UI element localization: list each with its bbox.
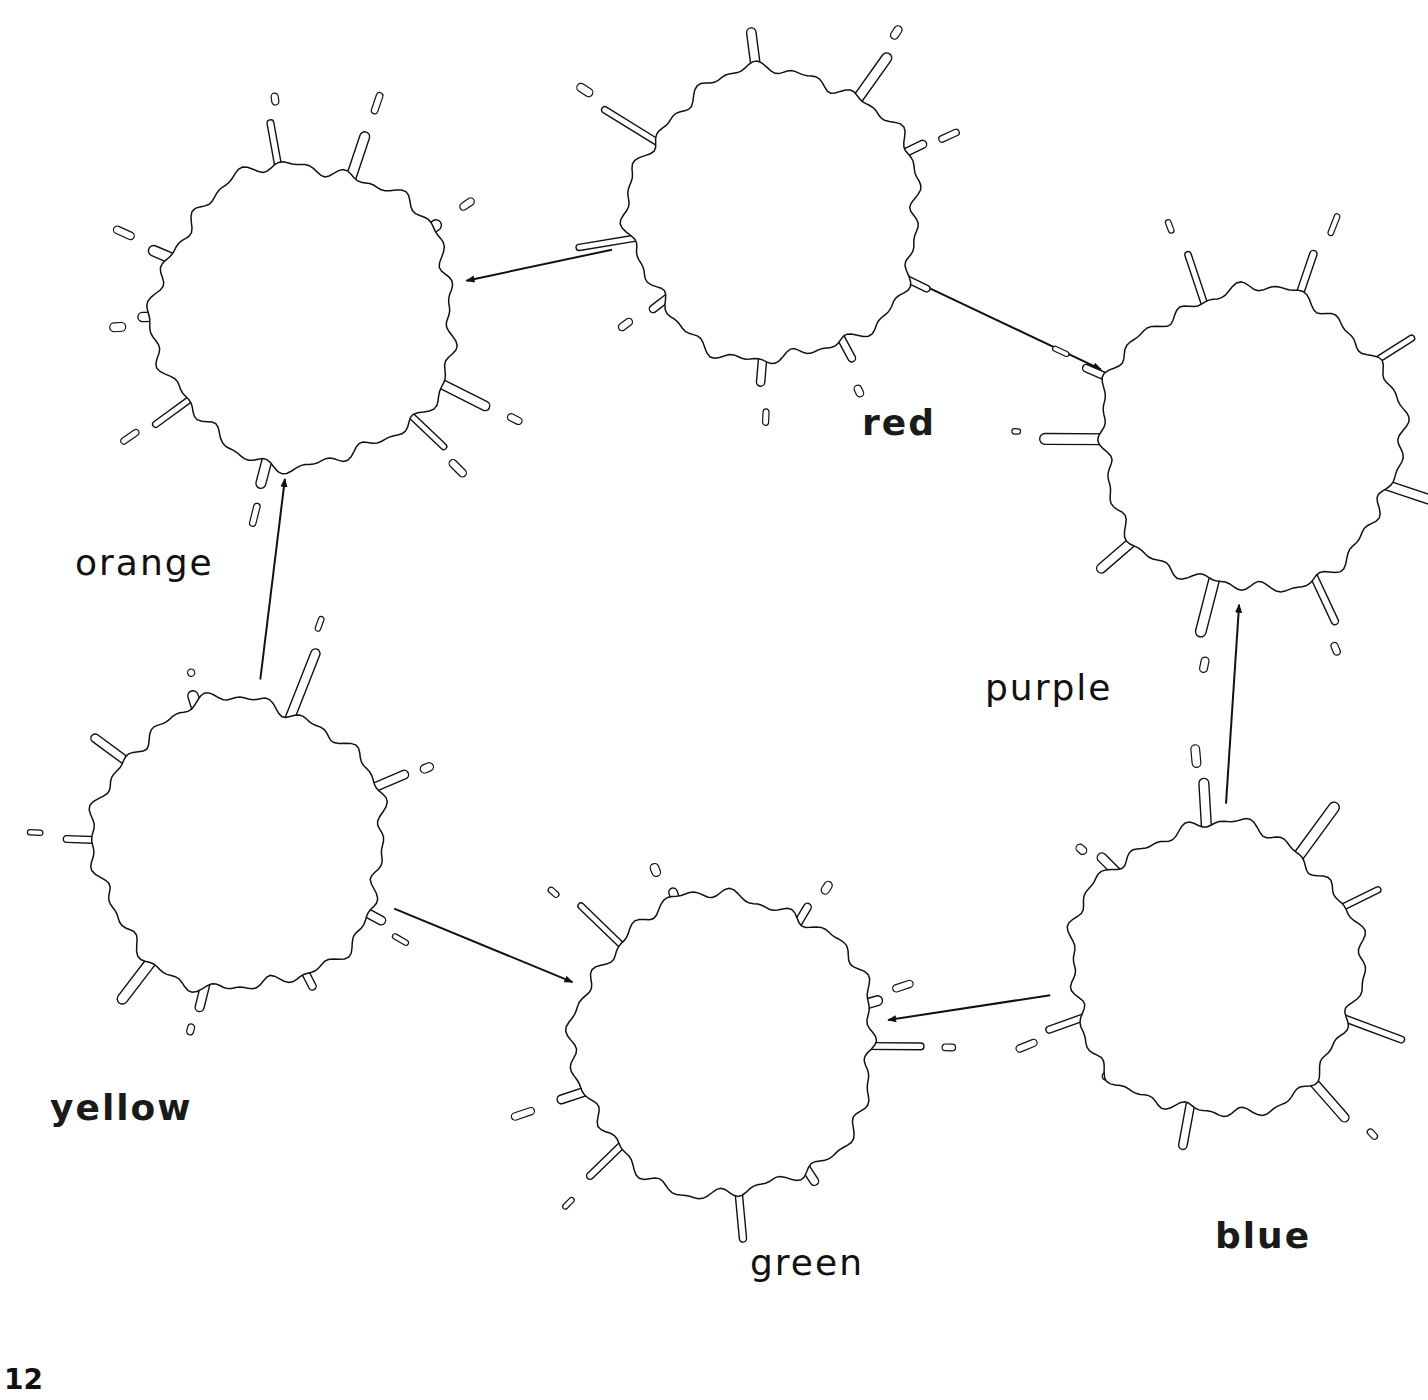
mixing-arrow <box>260 479 285 680</box>
paint-splat-body <box>1067 819 1365 1117</box>
paint-droplet <box>762 409 769 426</box>
splat-outline <box>1100 290 1400 590</box>
paint-droplet <box>892 979 914 993</box>
paint-droplet <box>1330 641 1341 656</box>
paint-droplet <box>617 317 634 332</box>
splat-outline <box>95 700 385 990</box>
paint-droplet <box>109 322 126 332</box>
mixing-arrow <box>466 250 612 281</box>
color-name: blue <box>1215 1218 1311 1254</box>
paint-splat-body <box>1098 282 1409 592</box>
paint-droplet <box>1052 345 1070 357</box>
paint-splat <box>1015 744 1405 1150</box>
paint-splat <box>1012 213 1428 673</box>
paint-droplet <box>547 886 560 899</box>
mixing-arrow <box>394 909 572 983</box>
paint-droplet <box>853 384 865 398</box>
paint-droplet <box>448 458 468 479</box>
paint-droplet <box>1191 744 1202 767</box>
paint-droplet <box>187 668 196 677</box>
paint-splat <box>575 24 960 425</box>
paint-splat-body <box>147 162 457 474</box>
paint-splat-body <box>89 693 387 992</box>
paint-droplet <box>27 829 43 835</box>
paint-droplet <box>391 933 409 947</box>
paint-droplet <box>938 128 961 143</box>
paint-splat-node: purple <box>1100 290 1400 590</box>
paint-droplet <box>1327 213 1341 236</box>
paint-splat-node: blue <box>1070 825 1360 1115</box>
paint-droplet <box>942 1044 956 1051</box>
paint-droplet <box>510 1107 535 1122</box>
paint-droplet <box>186 1023 196 1035</box>
mixing-arrow <box>888 995 1050 1020</box>
paint-droplet <box>1015 1038 1038 1053</box>
paint-drip <box>283 648 321 726</box>
color-name: green <box>750 1245 864 1281</box>
paint-droplet <box>1366 1128 1379 1141</box>
paint-droplet <box>314 616 324 632</box>
paint-droplet <box>575 82 594 99</box>
paint-droplet <box>458 196 475 211</box>
paint-droplet <box>419 761 435 774</box>
paint-droplet <box>119 428 140 445</box>
paint-droplet <box>1165 219 1175 234</box>
paint-droplet <box>370 92 383 115</box>
paint-droplet <box>820 880 834 896</box>
color-name: red <box>862 405 936 441</box>
mixing-arrow <box>1226 605 1239 804</box>
mixing-arrow <box>926 286 1101 369</box>
splat-outline <box>1070 825 1360 1115</box>
paint-splat-node: green <box>575 895 875 1195</box>
paint-droplet <box>249 503 261 527</box>
paint-droplet <box>1199 656 1210 673</box>
page-number: 12 <box>4 1366 43 1394</box>
color-name: yellow <box>50 1090 193 1126</box>
paint-splat-body <box>620 61 921 364</box>
splat-outline <box>630 70 920 360</box>
paint-splat <box>109 92 523 527</box>
color-name: orange <box>75 545 214 581</box>
color-name: purple <box>985 670 1112 706</box>
paint-droplet <box>889 24 904 41</box>
paint-droplet <box>112 225 135 241</box>
paint-droplet <box>506 412 523 425</box>
paint-splat-node: orange <box>155 165 455 465</box>
paint-droplet <box>271 93 280 106</box>
splat-outline <box>575 895 875 1195</box>
paint-splat-node: yellow <box>95 700 385 990</box>
paint-droplet <box>1012 429 1021 435</box>
paint-droplet <box>1074 842 1088 856</box>
splat-outline <box>155 165 455 465</box>
paint-droplet <box>562 1196 576 1210</box>
paint-splat-node: red <box>630 70 920 360</box>
paint-droplet <box>649 862 662 878</box>
paint-splat <box>510 862 955 1242</box>
paint-splat-body <box>566 888 877 1198</box>
paint-splat <box>27 616 435 1036</box>
